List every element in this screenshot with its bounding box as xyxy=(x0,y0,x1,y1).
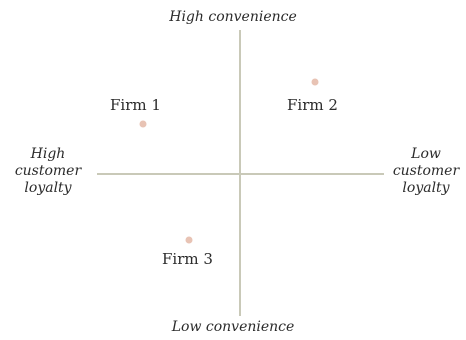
axis-label-high-convenience: High convenience xyxy=(169,9,297,25)
axis-label-line: customer xyxy=(392,163,460,179)
axis-label-high-customer-loyalty: High customer loyalty xyxy=(0,146,96,197)
firm-2-point xyxy=(311,78,319,86)
firm-3-label: Firm 3 xyxy=(162,250,213,268)
firm-2-label: Firm 2 xyxy=(287,96,338,114)
axis-label-low-customer-loyalty: Low customer loyalty xyxy=(386,146,466,197)
axis-label-low-convenience: Low convenience xyxy=(171,319,295,335)
axis-label-line: Low xyxy=(411,146,441,162)
axis-label-line: High xyxy=(30,146,66,162)
firm-1-point xyxy=(139,120,147,128)
axis-label-line: customer xyxy=(14,163,82,179)
axis-label-line: loyalty xyxy=(402,180,450,196)
firm-1-label: Firm 1 xyxy=(110,96,161,114)
firm-3-point xyxy=(185,236,193,244)
axis-label-line: loyalty xyxy=(24,180,72,196)
